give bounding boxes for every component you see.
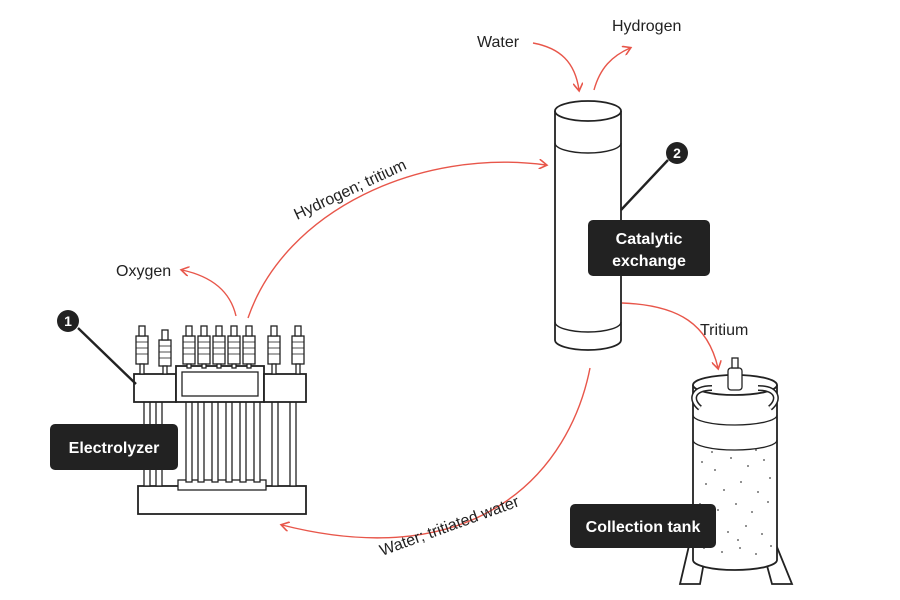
- arrow-tritium: [621, 302, 718, 368]
- label-hydrogen: Hydrogen: [612, 18, 681, 35]
- arrow-water-in: [532, 42, 579, 90]
- collection-tank-label: Collection tank: [586, 519, 701, 536]
- electrolyzer-illustration: [77, 325, 307, 515]
- collection-tank-tag: Collection tank: [570, 504, 716, 548]
- electrolyzer-number-badge: 1: [57, 310, 79, 332]
- catalytic-tag: Catalytic exchange: [588, 220, 710, 276]
- catalytic-number-badge: 2: [666, 142, 688, 164]
- label-tritium: Tritium: [700, 322, 748, 339]
- arrow-hydrogen-out: [593, 48, 630, 91]
- electrolyzer-tag: Electrolyzer: [50, 424, 178, 470]
- collection-tank-illustration: [678, 357, 794, 585]
- catalytic-number: 2: [673, 145, 681, 161]
- catalytic-label-line2: exchange: [612, 253, 686, 270]
- electrolyzer-label: Electrolyzer: [69, 440, 160, 457]
- label-water: Water: [477, 34, 520, 51]
- label-hydrogen-tritium: Hydrogen; tritium: [292, 157, 410, 224]
- label-water-tritiated: Water; tritiated water: [378, 493, 523, 559]
- arrow-oxygen-out: [182, 270, 237, 317]
- electrolyzer-number: 1: [64, 313, 72, 329]
- arrow-water-tritiated: [282, 367, 591, 539]
- label-oxygen: Oxygen: [116, 263, 171, 280]
- arrow-hydrogen-tritium: [247, 162, 546, 319]
- catalytic-label-line1: Catalytic: [616, 231, 683, 248]
- flow-arrows: [182, 42, 718, 539]
